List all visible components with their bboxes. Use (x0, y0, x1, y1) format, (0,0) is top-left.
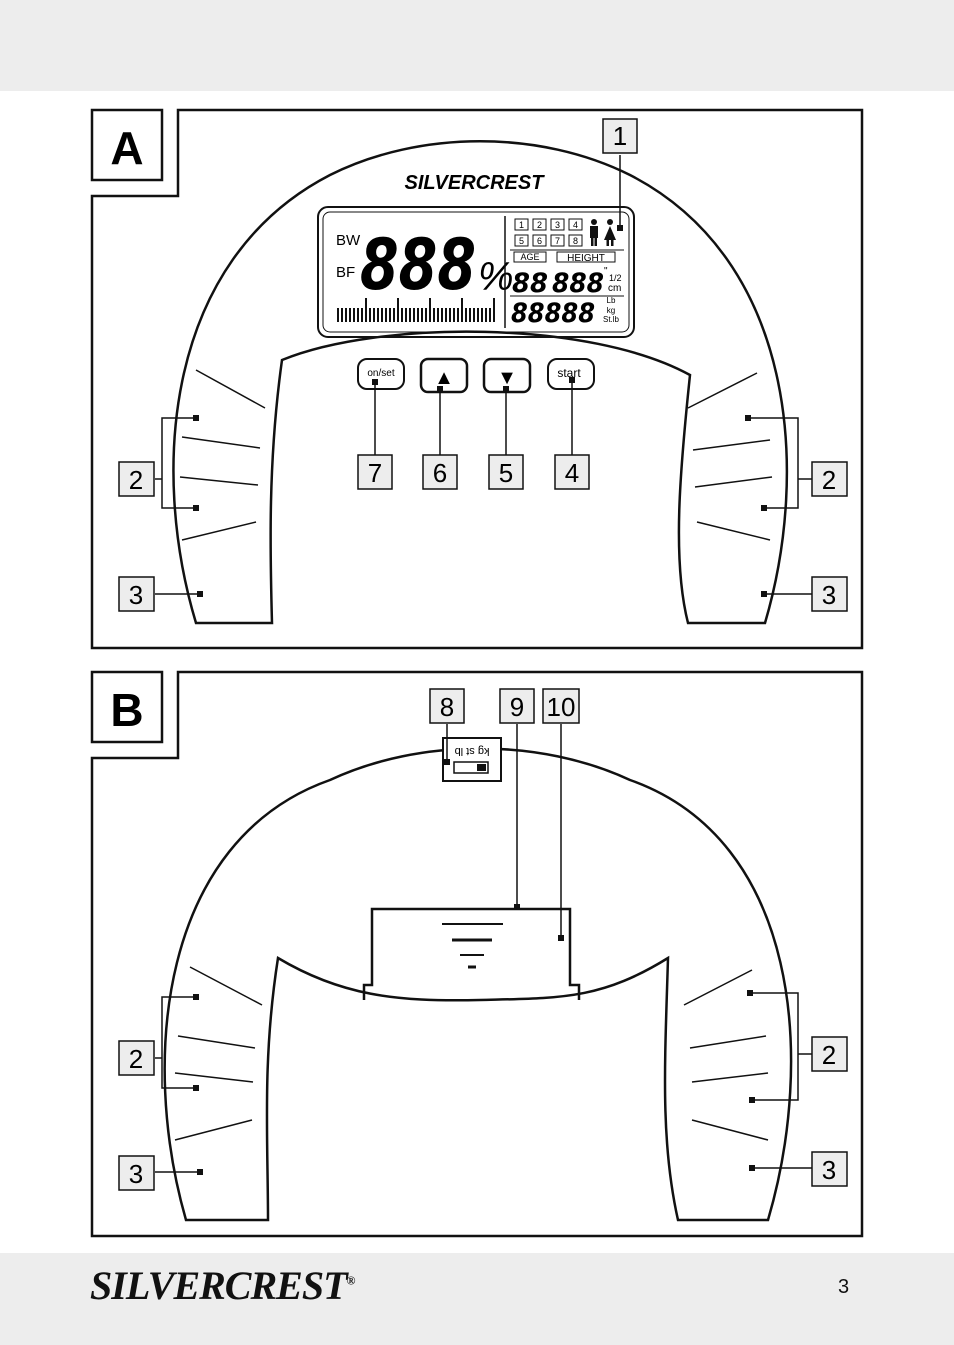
down-arrow-icon: ▼ (497, 367, 517, 389)
memory-slot-box (568, 218, 583, 231)
lcd-display (317, 206, 635, 338)
memory-slot-box (550, 218, 565, 231)
right-electrodes-b (683, 969, 769, 1141)
panel-a: A SILVERCREST BW BF 888 % 1 2 3 4 5 6 7 8 (90, 108, 864, 650)
right-electrodes-a (687, 372, 773, 541)
footer-brand-text: SILVERCREST (90, 1263, 348, 1308)
svg-text:1: 1 (613, 121, 627, 151)
battery-symbol-icon (442, 923, 503, 969)
user-female-icon (604, 219, 616, 246)
lcd-height-digits: 888 (552, 268, 604, 299)
start-button[interactable]: start (547, 358, 595, 390)
svg-text:start: start (557, 366, 581, 380)
callout-b-3-right: 3 (811, 1151, 848, 1187)
lcd-age-digits: 88 (512, 268, 548, 299)
memory-slot-label: 2 (537, 220, 542, 230)
svg-text:2: 2 (129, 1044, 143, 1074)
up-button[interactable]: ▲ (419, 357, 469, 394)
memory-slot-label: 3 (555, 220, 560, 230)
callout-6: 6 (422, 454, 458, 490)
memory-slot-box (514, 234, 529, 247)
memory-slot-box (568, 234, 583, 247)
up-arrow-icon: ▲ (434, 367, 454, 389)
top-band (0, 0, 954, 91)
lcd-bar-graph (337, 298, 495, 322)
memory-slot-label: 8 (573, 236, 578, 246)
left-electrodes-a (179, 369, 266, 541)
memory-slot-box (532, 218, 547, 231)
scale-outline-b (163, 747, 793, 1222)
down-button[interactable]: ▼ (482, 357, 532, 394)
footer-brand-mark: ® (346, 1273, 356, 1288)
callout-8: 8 (429, 688, 465, 724)
panel-b: B kg st lb (90, 670, 864, 1238)
svg-text:10: 10 (547, 692, 576, 722)
bottom-band (0, 1253, 954, 1345)
lcd-unit-lb: Lb (607, 296, 616, 305)
lcd-unit-stlb: St.lb (603, 315, 620, 324)
unit-switch-label: kg st lb (455, 745, 490, 757)
lcd-bf-label: BF (336, 264, 355, 281)
memory-slot-label: 4 (573, 220, 578, 230)
callout-9: 9 (499, 688, 535, 724)
callout-4: 4 (554, 454, 590, 490)
callout-2-left: 2 (118, 461, 155, 497)
callout-b-2-left: 2 (118, 1040, 155, 1076)
lcd-unit-kg: kg (607, 306, 615, 315)
callout-3-left: 3 (118, 576, 155, 612)
svg-text:5: 5 (499, 458, 513, 488)
callout-10: 10 (542, 688, 580, 724)
memory-slot-box (532, 234, 547, 247)
lcd-height-label: HEIGHT (567, 253, 605, 264)
callout-5: 5 (488, 454, 524, 490)
user-male-icon (590, 219, 598, 246)
svg-text:3: 3 (822, 1155, 836, 1185)
lcd-percent: % (478, 255, 514, 299)
panel-b-letter: B (110, 684, 143, 736)
lcd-cm: cm (608, 283, 621, 294)
svg-text:3: 3 (129, 1159, 143, 1189)
callout-b-3-left: 3 (118, 1155, 155, 1191)
panel-a-letter: A (110, 122, 143, 174)
callout-b-2-right: 2 (811, 1036, 848, 1072)
memory-slot-label: 1 (519, 220, 524, 230)
svg-text:9: 9 (510, 692, 524, 722)
on-set-button[interactable]: on/set (357, 358, 405, 390)
svg-text:3: 3 (129, 580, 143, 610)
memory-slot-label: 6 (537, 236, 542, 246)
lcd-main-digits: 888 (360, 224, 476, 306)
lcd-bw-label: BW (336, 232, 361, 249)
callout-1: 1 (602, 118, 638, 154)
svg-text:2: 2 (822, 465, 836, 495)
svg-text:2: 2 (129, 465, 143, 495)
callout-3-right: 3 (811, 576, 848, 612)
svg-text:on/set: on/set (367, 368, 394, 379)
battery-compartment (362, 907, 581, 1000)
unit-switch[interactable]: kg st lb (442, 737, 502, 782)
memory-slot-label: 5 (519, 236, 524, 246)
svg-text:4: 4 (565, 458, 579, 488)
lcd-age-label: AGE (520, 252, 539, 262)
svg-text:6: 6 (433, 458, 447, 488)
scale-outline-a (172, 140, 789, 625)
page-number: 3 (838, 1276, 850, 1298)
lcd-inch-mark: " (604, 266, 608, 277)
memory-slot-box (550, 234, 565, 247)
lcd-weight-digits: 88888 (511, 298, 595, 329)
svg-text:7: 7 (368, 458, 382, 488)
callout-7: 7 (357, 454, 393, 490)
svg-text:3: 3 (822, 580, 836, 610)
svg-text:2: 2 (822, 1040, 836, 1070)
scale-brand-a: SILVERCREST (405, 172, 546, 194)
left-electrodes-b (174, 966, 263, 1141)
footer-brand-logo: SILVERCREST® (90, 1262, 355, 1309)
memory-slot-label: 7 (555, 236, 560, 246)
callout-2-right: 2 (811, 461, 848, 497)
lcd-half: 1/2 (609, 273, 622, 283)
memory-slot-box (514, 218, 529, 231)
svg-text:8: 8 (440, 692, 454, 722)
lcd-memory-slots: 1 2 3 4 5 6 7 8 (514, 218, 583, 247)
